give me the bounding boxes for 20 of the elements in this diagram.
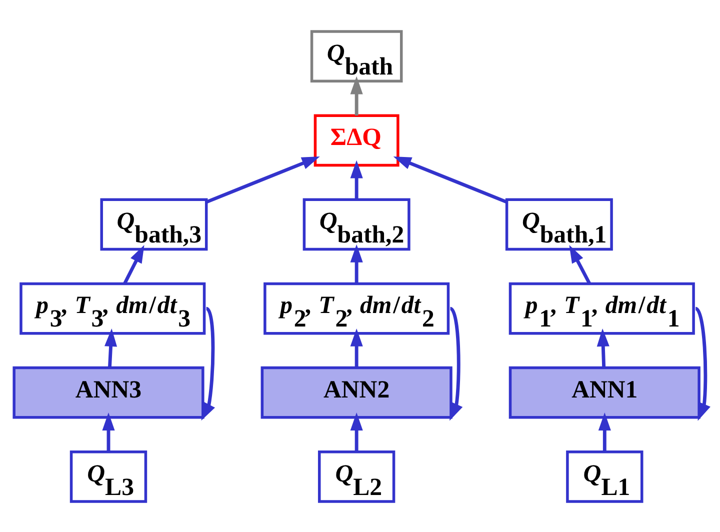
arrow <box>350 160 363 200</box>
arrow <box>201 306 216 420</box>
arrow <box>123 244 144 284</box>
arrow <box>694 306 710 420</box>
arrow <box>102 412 115 452</box>
arrow <box>350 328 363 368</box>
arrow <box>449 306 463 420</box>
arrow <box>350 76 363 115</box>
arrow <box>350 244 363 284</box>
arrow <box>393 156 508 204</box>
arrow <box>104 328 118 368</box>
arrow <box>206 156 320 204</box>
arrow <box>350 412 363 452</box>
arrow <box>598 412 611 452</box>
arrow <box>596 328 610 368</box>
node-box: ΣΔQ <box>314 114 400 166</box>
arrow <box>569 244 592 284</box>
node-box: ANN3 <box>12 366 204 418</box>
node-box: ANN1 <box>508 366 700 418</box>
node-box: ANN2 <box>260 366 452 418</box>
